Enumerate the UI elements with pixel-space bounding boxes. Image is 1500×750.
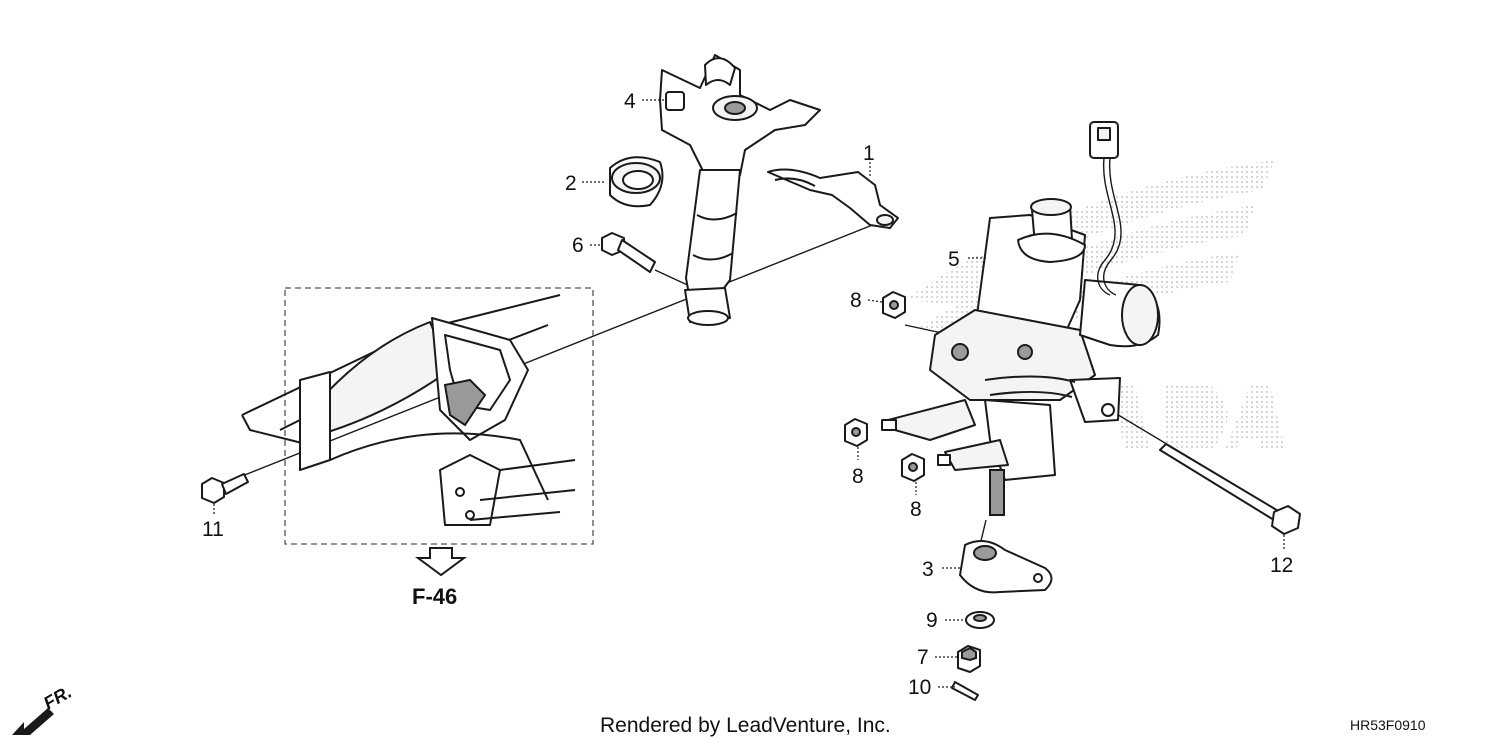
- part-8-flange-nut-b: [844, 418, 868, 447]
- guide-line-bolt-11-to-clamp: [231, 221, 881, 481]
- callout-8-right: 8: [910, 498, 922, 521]
- part-8-flange-nut-c: [901, 453, 925, 482]
- part-4-shaft-holder-bracket: [659, 54, 821, 176]
- part-1-clamp-bracket: [767, 168, 899, 229]
- callout-8-left: 8: [852, 465, 864, 488]
- part-6-flange-bolt: [601, 232, 656, 273]
- part-5-eps-unit: [881, 198, 1161, 516]
- part-7-castle-nut: [957, 645, 981, 673]
- callout-leader-lines: [213, 99, 1285, 688]
- callout-numbers: 1 2 3 4 5 6 7 8 8 8 9 10 11 12: [202, 90, 1293, 699]
- frame-reference-box: [284, 287, 594, 545]
- callout-1: 1: [863, 142, 875, 165]
- part-12-long-bolt: [1159, 443, 1301, 535]
- front-direction-label: FR.: [40, 682, 75, 714]
- part-2-dust-seal: [609, 156, 664, 208]
- callout-10: 10: [908, 676, 931, 699]
- part-3-pitman-arm: [959, 540, 1053, 594]
- part-11-flange-bolt: [201, 473, 249, 504]
- front-arrow-icon: [12, 708, 54, 735]
- part-10-cotter-pin: [951, 681, 979, 701]
- callout-4: 4: [624, 90, 636, 113]
- callout-6: 6: [572, 234, 584, 257]
- down-arrow-icon: [414, 547, 468, 577]
- render-credit: Rendered by LeadVenture, Inc.: [600, 714, 891, 737]
- callout-12: 12: [1270, 554, 1293, 577]
- eps-connector-wire: [1089, 121, 1122, 296]
- callout-3: 3: [922, 558, 934, 581]
- steering-column-tube: [684, 169, 741, 326]
- callout-2: 2: [565, 172, 577, 195]
- front-direction-indicator: FR.: [12, 682, 75, 735]
- frame-section: [241, 294, 576, 526]
- callout-5: 5: [948, 248, 960, 271]
- diagram-code: HR53F0910: [1350, 717, 1426, 733]
- callout-8-upper: 8: [850, 289, 862, 312]
- callout-7: 7: [917, 646, 929, 669]
- callout-9: 9: [926, 609, 938, 632]
- part-9-washer: [965, 611, 995, 629]
- reference-arrow: F-46: [412, 547, 468, 609]
- reference-label: F-46: [412, 584, 457, 609]
- callout-11: 11: [202, 518, 224, 541]
- part-8-flange-nut-a: [882, 291, 906, 319]
